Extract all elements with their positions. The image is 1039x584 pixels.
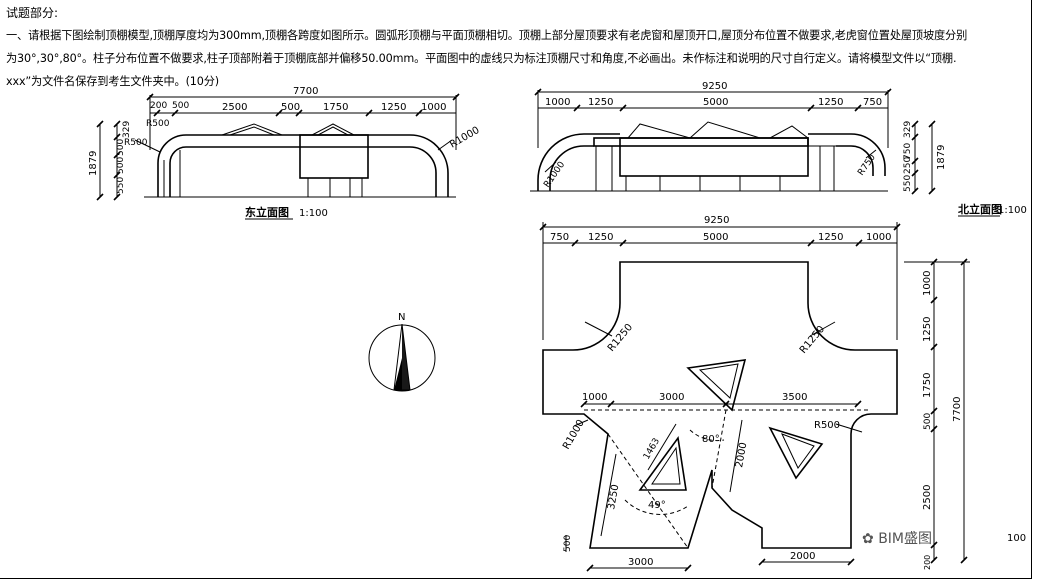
plan-inner-dim-3: 1463 xyxy=(642,437,662,462)
plan-top-dim-2: 1250 xyxy=(588,232,613,243)
north-elevation: 9250 1000 1250 5000 1250 750 329 750 xyxy=(530,81,1027,217)
plan-angle-1: 80° xyxy=(702,434,720,445)
plan-right-dim-6: 200 xyxy=(923,555,932,570)
question-line-1: 一、请根据下图绘制顶棚模型,顶棚厚度均为300mm,顶棚各跨度如图所示。圆弧形顶… xyxy=(6,29,968,42)
plan-right-dim-5: 2500 xyxy=(922,485,933,510)
north-vdim-4: 550 xyxy=(903,175,913,192)
north-dim-3: 5000 xyxy=(703,97,728,108)
east-overall-dim: 7700 xyxy=(293,86,318,97)
plan-mid-dim-2: 3000 xyxy=(659,392,684,403)
north-overall-dim: 9250 xyxy=(702,81,727,92)
plan-inner-dim-4: 500 xyxy=(563,535,573,552)
east-vdim-3: 500 xyxy=(116,157,126,174)
plan-bottom-dim-1: 3000 xyxy=(628,557,653,568)
north-elevation-scale: 1:100 xyxy=(998,205,1027,216)
watermark: ✿ BIM盛图 xyxy=(862,528,932,548)
question-line-2: 为30°,30°,80°。柱子分布位置不做要求,柱子顶部附着于顶棚底部并偏移50… xyxy=(6,52,957,65)
north-height-dim: 1879 xyxy=(936,145,947,170)
plan-top-dim-1: 750 xyxy=(550,232,569,243)
east-radius-1: R500 xyxy=(146,119,170,129)
east-dim-3: 2500 xyxy=(222,102,247,113)
east-radius-3: R1000 xyxy=(448,125,482,151)
north-dim-1: 1000 xyxy=(545,97,570,108)
plan-angle-2: 49° xyxy=(648,500,666,511)
east-radius-2: R500 xyxy=(124,138,148,148)
north-dim-4: 1250 xyxy=(818,97,843,108)
plan-right-dim-3: 1750 xyxy=(922,373,933,398)
east-vdim-2: 500 xyxy=(116,139,126,156)
north-elevation-label: 北立面图 xyxy=(958,202,1002,216)
north-vdim-3: 250 xyxy=(903,157,913,174)
plan-mid-dim-3: 3500 xyxy=(782,392,807,403)
plan-radius-1: R1250 xyxy=(606,322,635,354)
plan-mid-dim-1: 1000 xyxy=(582,392,607,403)
plan-overall-width: 9250 xyxy=(704,215,729,226)
plan-radius-3: R1000 xyxy=(561,418,587,452)
plan-inner-dim-2: 2000 xyxy=(734,442,749,469)
north-vdim-2: 750 xyxy=(903,143,913,160)
north-radius-2: R750 xyxy=(856,153,878,178)
plan-overall-height: 7700 xyxy=(952,397,963,422)
plan-radius-4: R500 xyxy=(814,420,840,431)
plan-inner-dim-1: 3250 xyxy=(606,484,621,511)
north-vdim-1: 329 xyxy=(903,121,913,138)
east-vdim-4: 550 xyxy=(116,177,126,194)
east-vdim-1: 329 xyxy=(122,121,132,138)
plan-bottom-dim-2: 2000 xyxy=(790,551,815,562)
plan-right-dim-2: 1250 xyxy=(922,317,933,342)
north-radius-1: R1000 xyxy=(542,160,567,190)
east-dim-1: 200 xyxy=(150,101,167,111)
plan-top-dim-4: 1250 xyxy=(818,232,843,243)
plan-radius-2: R1250 xyxy=(798,324,827,356)
plan-top-dim-3: 5000 xyxy=(703,232,728,243)
plan-view: 9250 750 1250 5000 1250 1000 xyxy=(539,215,1026,572)
wechat-icon: ✿ xyxy=(862,531,874,547)
north-dim-2: 1250 xyxy=(588,97,613,108)
plan-top-dim-5: 1000 xyxy=(866,232,891,243)
east-dim-7: 1000 xyxy=(421,102,446,113)
north-compass: N xyxy=(368,312,436,392)
north-arrow-label: N xyxy=(398,312,405,323)
watermark-text: BIM盛图 xyxy=(878,531,932,547)
plan-right-dim-1: 1000 xyxy=(922,271,933,296)
question-line-3: xxx”为文件名保存到考生文件夹中。(10分) xyxy=(6,75,219,88)
east-elevation: 7700 200 500 2500 500 1750 1250 1000 xyxy=(88,86,482,220)
east-dim-2: 500 xyxy=(172,101,189,111)
plan-right-dim-4: 500 xyxy=(923,413,933,430)
east-dim-4: 500 xyxy=(281,102,300,113)
east-height-dim: 1879 xyxy=(88,151,99,176)
plan-scale-fragment: 100 xyxy=(1007,533,1026,544)
north-dim-5: 750 xyxy=(863,97,882,108)
east-elevation-label: 东立面图 xyxy=(245,205,289,219)
east-dim-6: 1250 xyxy=(381,102,406,113)
east-dim-5: 1750 xyxy=(323,102,348,113)
east-elevation-scale: 1:100 xyxy=(299,208,328,219)
question-title: 试题部分: xyxy=(6,6,59,20)
